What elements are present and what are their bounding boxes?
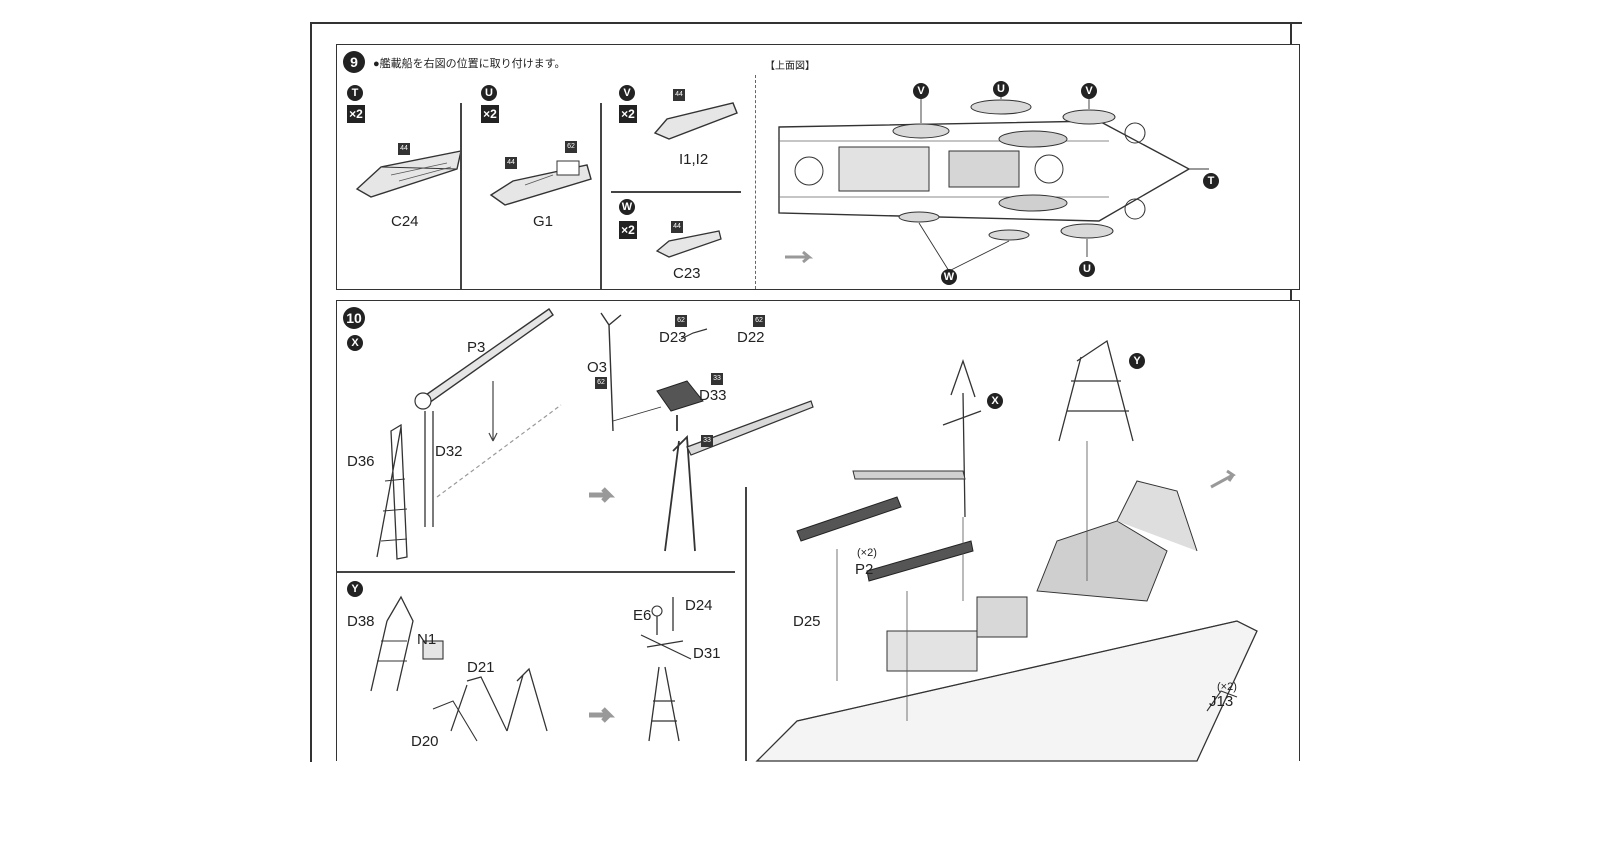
crane-x-drawing [376,308,616,560]
p2-qty-label: (×2) [857,547,877,559]
dashed-divider [755,75,758,289]
group-w-tag: 44 [671,221,683,233]
group-w-qty: ×2 [619,221,637,239]
step-10-panel: 10 X P3 D36 D32 D23 D22 O3 D33 62 [336,300,1300,762]
part-d31-label: D31 [693,645,721,662]
divider [611,191,741,193]
boat-c23-drawing [655,230,722,258]
ship-assembly-drawing [755,339,1258,762]
part-p3-label: P3 [467,339,486,356]
step-9-number: 9 [343,51,365,73]
sub-x-marker: X [347,335,363,351]
part-d23-label: D23 [659,329,687,346]
divider [460,103,462,289]
part-o3-label: O3 [587,359,608,376]
part-d38-label: D38 [347,613,375,630]
part-d21-label: D21 [467,659,495,676]
boat-c24-drawing [355,150,462,198]
mast-y-drawing [370,595,548,742]
tag-62-c: 62 [595,377,607,389]
group-u-tag-2: 62 [565,141,577,153]
tag-33-b: 33 [701,435,713,447]
group-u-qty: ×2 [481,105,499,123]
callout-u-2: U [1079,261,1095,277]
tag-62-b: 62 [753,315,765,327]
group-v-marker: V [619,85,635,101]
callout-y: Y [1129,353,1145,369]
part-d24-label: D24 [685,597,713,614]
group-t-tag: 44 [398,143,410,155]
callout-x: X [987,393,1003,409]
crane-x-assembled-drawing [600,312,814,552]
step-9-instruction: ●艦載船を右図の位置に取り付けます。 [373,58,566,70]
group-v-tag: 44 [673,89,685,101]
step-10-number: 10 [343,307,365,329]
part-i1-i2-label: I1,I2 [679,151,709,168]
group-w-marker: W [619,199,635,215]
part-j13-label: J13 [1209,693,1234,710]
callout-u-1: U [993,81,1009,97]
top-view-label: 【上面図】 [765,61,815,72]
mast-y-assembled-drawing [589,597,692,742]
callout-t: T [1203,173,1219,189]
divider [337,571,735,573]
boat-v-drawing [653,102,738,140]
divider [600,103,602,289]
j13-qty-label: (×2) [1217,681,1237,693]
part-c24-label: C24 [391,213,419,230]
divider [745,487,747,761]
part-d36-label: D36 [347,453,375,470]
callout-w: W [941,269,957,285]
top-view-drawing [778,85,1209,272]
part-d32-label: D32 [435,443,463,460]
tag-33-a: 33 [711,373,723,385]
part-e6-label: E6 [633,607,652,624]
boat-g1-drawing [489,160,592,206]
part-n1-label: N1 [417,631,437,648]
part-d25-label: D25 [793,613,821,630]
instruction-sheet: 9 ●艦載船を右図の位置に取り付けます。 T ×2 44 C24 U ×2 44… [310,22,1302,762]
group-t-qty: ×2 [347,105,365,123]
group-u-tag-1: 44 [505,157,517,169]
callout-v-2: V [1081,83,1097,99]
tag-62-a: 62 [675,315,687,327]
part-p2-label: P2 [855,561,874,578]
group-u-marker: U [481,85,497,101]
callout-v-1: V [913,83,929,99]
sub-y-marker: Y [347,581,363,597]
part-g1-label: G1 [533,213,554,230]
part-d20-label: D20 [411,733,439,750]
group-t-marker: T [347,85,363,101]
part-d22-label: D22 [737,329,765,346]
part-c23-label: C23 [673,265,701,282]
part-d33-label: D33 [699,387,727,404]
group-v-qty: ×2 [619,105,637,123]
step-9-panel: 9 ●艦載船を右図の位置に取り付けます。 T ×2 44 C24 U ×2 44… [336,44,1300,290]
